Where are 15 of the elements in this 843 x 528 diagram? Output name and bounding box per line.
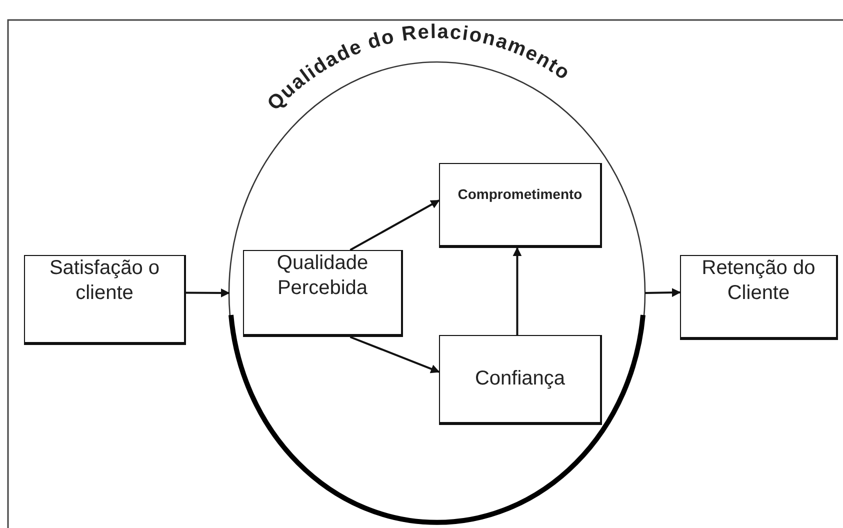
box-label: Retenção do Cliente <box>700 256 816 306</box>
arrow <box>644 288 681 298</box>
box-label: Satisfação o cliente <box>48 256 161 306</box>
arrow <box>512 247 522 335</box>
box-label: Confiança <box>474 366 566 392</box>
concept-box <box>24 255 186 345</box>
box-label: Qualidade Percebida <box>276 251 370 301</box>
box-label: Comprometimento <box>458 185 582 204</box>
arrow <box>350 336 440 374</box>
arrow <box>350 200 440 251</box>
arrow <box>186 288 230 298</box>
concept-box <box>439 335 602 425</box>
concept-box <box>243 250 403 337</box>
concept-box <box>439 163 602 248</box>
concept-box <box>680 255 838 340</box>
